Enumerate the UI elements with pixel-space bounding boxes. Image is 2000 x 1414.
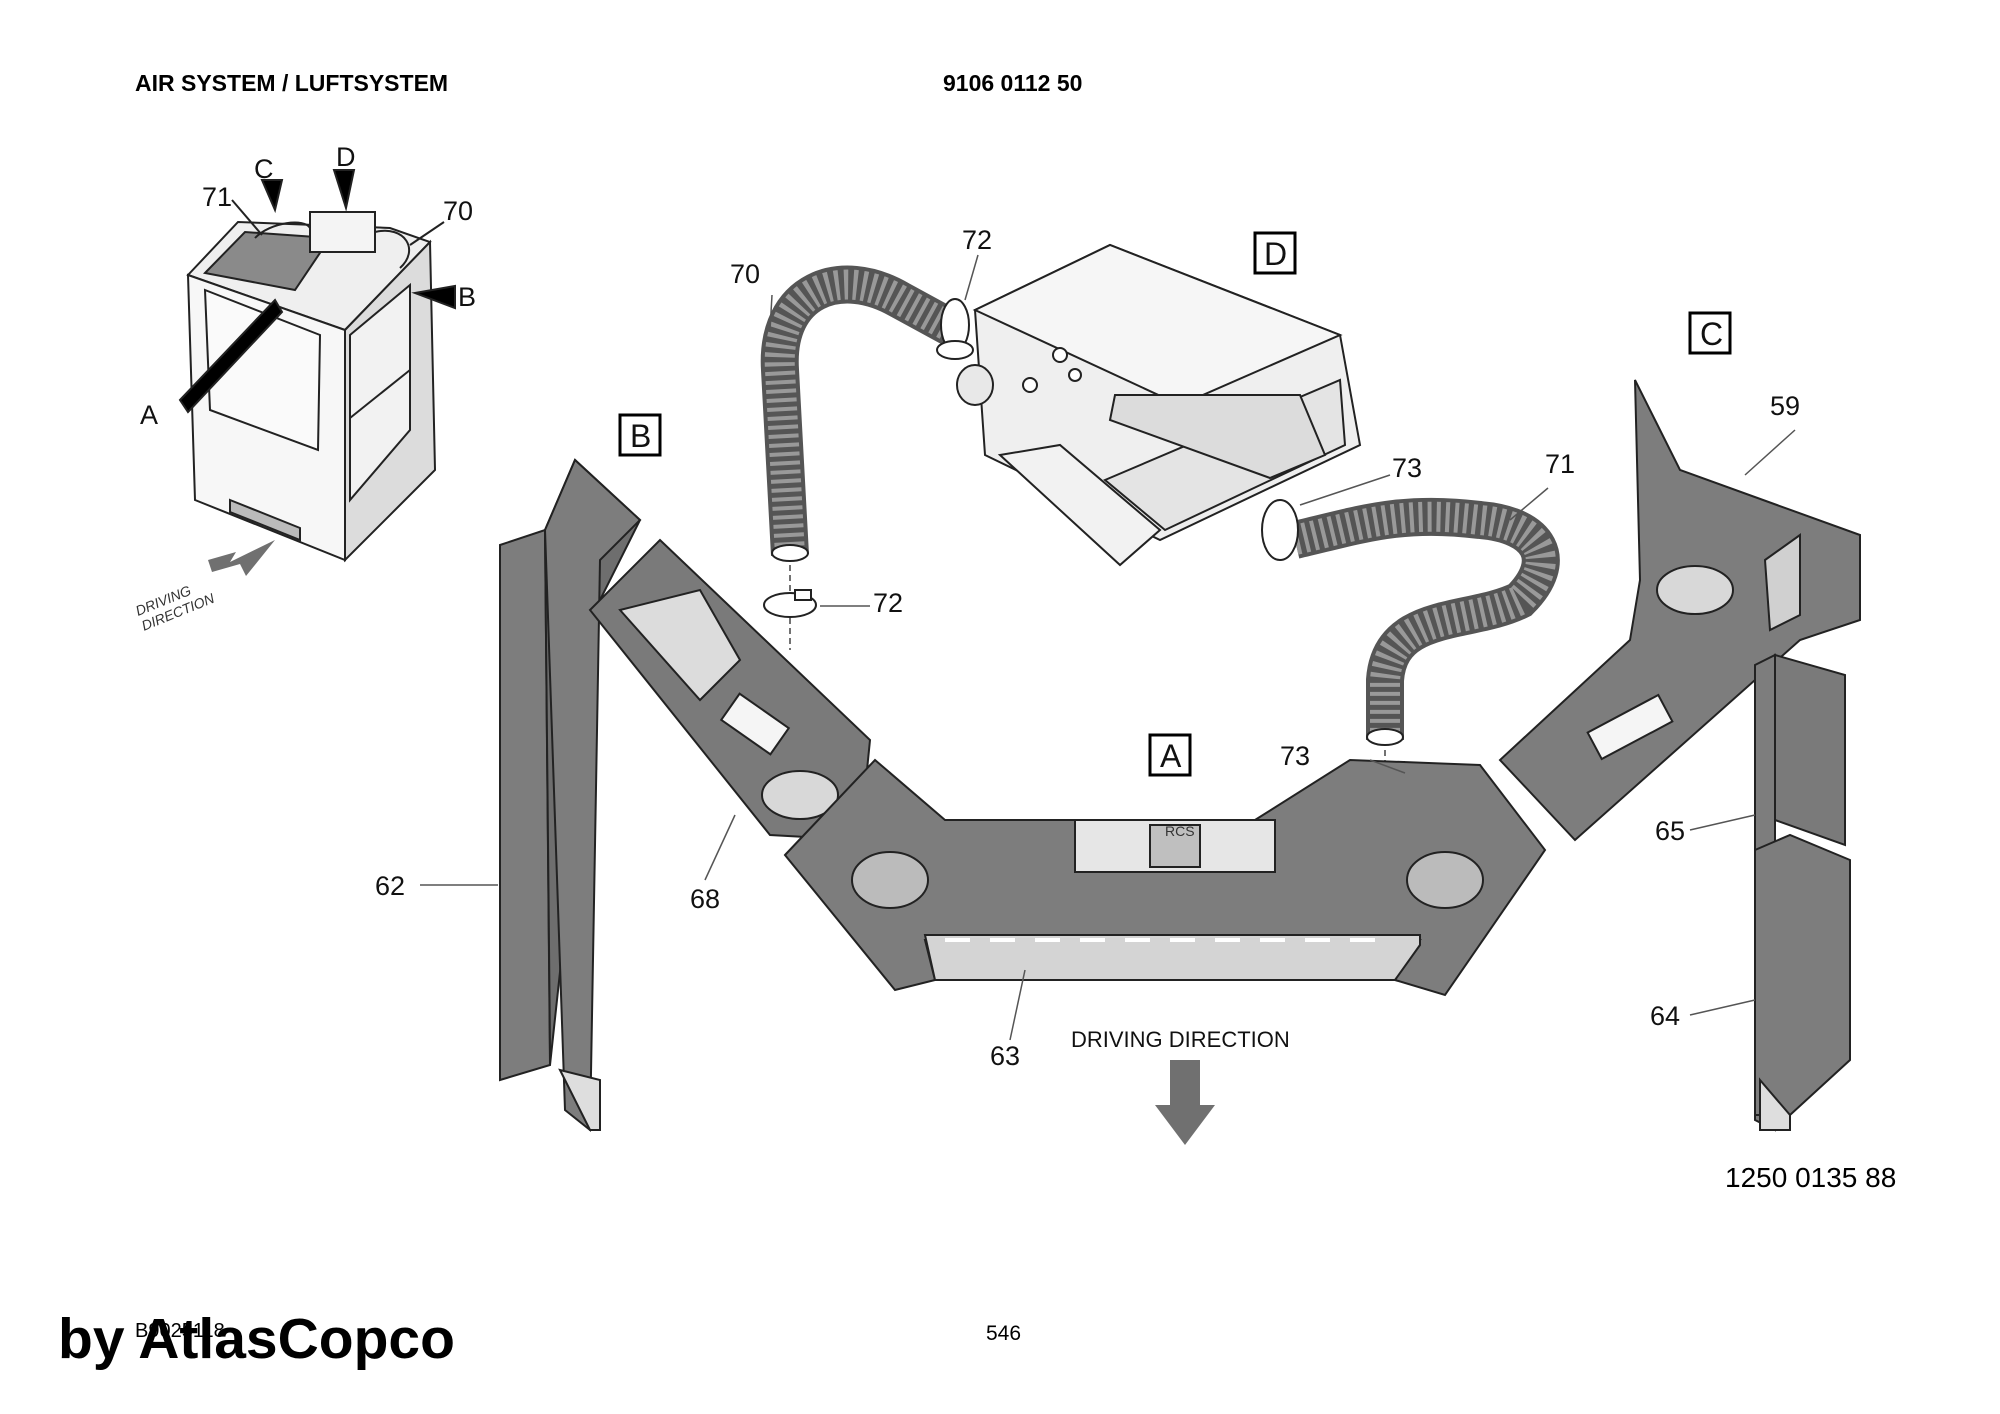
page-number: 546: [986, 1322, 1022, 1345]
rcs-label: RCS: [1165, 823, 1195, 839]
label-c-overview: C: [254, 154, 274, 184]
panel-b-assembly: [499, 458, 872, 1133]
detail-label-a: A: [1160, 738, 1182, 774]
driving-direction-arrow: [1155, 1060, 1215, 1145]
hose-71: [1290, 497, 1560, 746]
part-number: 1250 0135 88: [1725, 1162, 1897, 1193]
callout-63: 63: [990, 1041, 1020, 1071]
drawing-code: B9025118: [135, 1320, 225, 1342]
overview-direction-text: DRIVING DIRECTION: [133, 582, 217, 634]
driving-direction-arrow-small: [208, 540, 275, 576]
hose-70: [760, 265, 965, 562]
callout-72-top: 72: [962, 225, 992, 255]
callout-71-overview: 71: [202, 182, 232, 212]
callout-64: 64: [1650, 1001, 1680, 1031]
detail-box-a: [1148, 733, 1192, 777]
hose-clamp-72-top: [936, 298, 974, 360]
label-d-overview: D: [336, 142, 356, 172]
detail-label-d: D: [1264, 236, 1287, 272]
label-a-overview: A: [140, 400, 158, 430]
brand-watermark: by AtlasCopco: [58, 1307, 455, 1371]
detail-box-d: [1253, 231, 1297, 275]
callout-62: 62: [375, 871, 405, 901]
detail-label-b: B: [630, 418, 651, 454]
panel-a-front-console: [783, 758, 1547, 997]
air-conditioning-unit: [956, 243, 1362, 567]
driving-direction-label: DRIVING DIRECTION: [1071, 1027, 1290, 1052]
callout-73-bottom: 73: [1280, 741, 1310, 771]
detail-box-b: [618, 413, 662, 457]
label-b-overview: B: [458, 282, 476, 312]
callout-72-bottom: 72: [873, 588, 903, 618]
callout-70: 70: [730, 259, 760, 289]
callout-71: 71: [1545, 449, 1575, 479]
page-title: AIR SYSTEM / LUFTSYSTEM: [135, 70, 449, 96]
hose-clamp-73-top: [1261, 499, 1299, 561]
detail-box-c: [1688, 311, 1732, 355]
callout-70-overview: 70: [443, 196, 473, 226]
panel-c-assembly: [1498, 379, 1861, 1132]
hose-clamp-72-bottom: [763, 589, 817, 618]
callout-68: 68: [690, 884, 720, 914]
detail-label-c: C: [1700, 316, 1723, 352]
callout-65: 65: [1655, 816, 1685, 846]
leader-lines: [420, 254, 1796, 1041]
callout-73-top: 73: [1392, 453, 1422, 483]
document-number: 9106 0112 50: [943, 70, 1083, 96]
cab-overview-illustration: [178, 169, 456, 563]
callout-59: 59: [1770, 391, 1800, 421]
